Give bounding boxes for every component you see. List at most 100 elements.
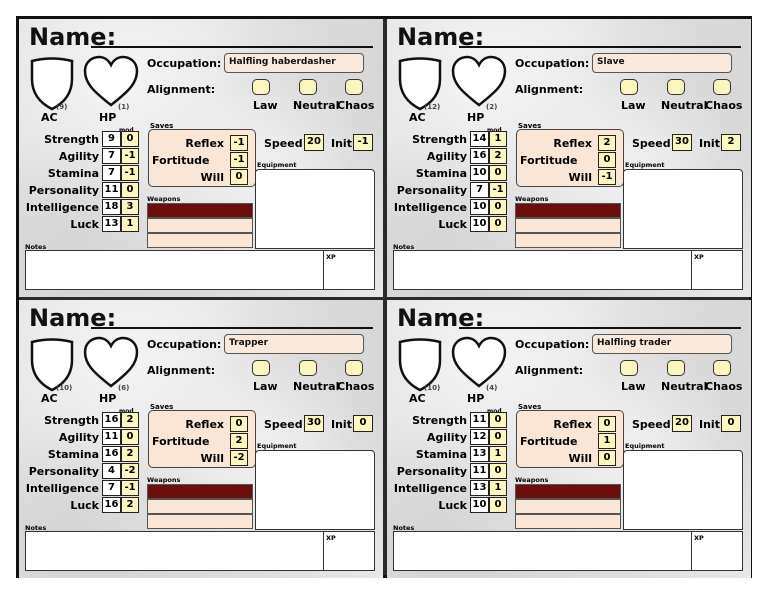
occupation-field[interactable]: Slave [592, 53, 732, 73]
stat-score[interactable]: 7 [102, 148, 121, 164]
weapon-slot[interactable] [515, 203, 621, 218]
equipment-field[interactable] [255, 450, 375, 530]
fortitude-value[interactable]: 0 [598, 152, 616, 168]
init-value[interactable]: -1 [353, 134, 373, 151]
stat-modifier[interactable]: 0 [121, 429, 139, 445]
name-field[interactable] [459, 46, 741, 48]
alignment-neutral-checkbox[interactable] [667, 360, 685, 376]
stat-score[interactable]: 11 [102, 429, 121, 445]
occupation-field[interactable]: Trapper [224, 334, 364, 354]
stat-score[interactable]: 10 [470, 199, 489, 215]
alignment-chaos-checkbox[interactable] [345, 360, 363, 376]
weapon-slot[interactable] [515, 514, 621, 529]
stat-modifier[interactable]: -1 [121, 165, 139, 181]
occupation-field[interactable]: Halfling trader [592, 334, 732, 354]
weapon-slot[interactable] [147, 203, 253, 218]
fortitude-value[interactable]: 1 [598, 433, 616, 449]
stat-score[interactable]: 7 [470, 182, 489, 198]
stat-modifier[interactable]: 0 [121, 182, 139, 198]
init-value[interactable]: 0 [353, 415, 373, 432]
stat-modifier[interactable]: 1 [121, 216, 139, 232]
speed-value[interactable]: 30 [672, 134, 692, 151]
stat-score[interactable]: 16 [102, 446, 121, 462]
stat-modifier[interactable]: 2 [121, 412, 139, 428]
stat-score[interactable]: 10 [470, 216, 489, 232]
alignment-law-checkbox[interactable] [620, 79, 638, 95]
weapon-slot[interactable] [147, 233, 253, 248]
stat-modifier[interactable]: 0 [489, 463, 507, 479]
stat-score[interactable]: 13 [470, 446, 489, 462]
alignment-neutral-checkbox[interactable] [667, 79, 685, 95]
weapon-slot[interactable] [147, 499, 253, 514]
stat-score[interactable]: 4 [102, 463, 121, 479]
fortitude-value[interactable]: 2 [230, 433, 248, 449]
reflex-value[interactable]: 0 [230, 416, 248, 432]
speed-value[interactable]: 20 [304, 134, 324, 151]
stat-score[interactable]: 13 [470, 480, 489, 496]
stat-score[interactable]: 18 [102, 199, 121, 215]
stat-score[interactable]: 11 [470, 463, 489, 479]
occupation-field[interactable]: Halfling haberdasher [224, 53, 364, 73]
alignment-chaos-checkbox[interactable] [345, 79, 363, 95]
stat-score[interactable]: 12 [470, 429, 489, 445]
stat-score[interactable]: 13 [102, 216, 121, 232]
stat-score[interactable]: 7 [102, 480, 121, 496]
stat-modifier[interactable]: 2 [121, 446, 139, 462]
weapon-slot[interactable] [515, 499, 621, 514]
stat-modifier[interactable]: 1 [489, 480, 507, 496]
stat-modifier[interactable]: 2 [121, 497, 139, 513]
stat-modifier[interactable]: 2 [489, 148, 507, 164]
equipment-field[interactable] [623, 450, 743, 530]
stat-modifier[interactable]: 0 [489, 497, 507, 513]
stat-modifier[interactable]: 0 [489, 429, 507, 445]
stat-score[interactable]: 7 [102, 165, 121, 181]
stat-modifier[interactable]: -1 [121, 148, 139, 164]
stat-modifier[interactable]: 1 [489, 446, 507, 462]
notes-field[interactable] [25, 531, 375, 571]
notes-field[interactable] [393, 531, 743, 571]
init-value[interactable]: 2 [721, 134, 741, 151]
alignment-chaos-checkbox[interactable] [713, 360, 731, 376]
reflex-value[interactable]: 2 [598, 135, 616, 151]
reflex-value[interactable]: -1 [230, 135, 248, 151]
weapon-slot[interactable] [515, 218, 621, 233]
will-value[interactable]: 0 [230, 169, 248, 185]
stat-score[interactable]: 10 [470, 165, 489, 181]
will-value[interactable]: 0 [598, 450, 616, 466]
stat-score[interactable]: 11 [470, 412, 489, 428]
stat-score[interactable]: 10 [470, 497, 489, 513]
alignment-law-checkbox[interactable] [252, 360, 270, 376]
name-field[interactable] [459, 327, 741, 329]
fortitude-value[interactable]: -1 [230, 152, 248, 168]
name-field[interactable] [91, 327, 373, 329]
stat-score[interactable]: 14 [470, 131, 489, 147]
equipment-field[interactable] [623, 169, 743, 249]
weapon-slot[interactable] [515, 484, 621, 499]
weapon-slot[interactable] [147, 484, 253, 499]
stat-modifier[interactable]: 0 [489, 165, 507, 181]
reflex-value[interactable]: 0 [598, 416, 616, 432]
weapon-slot[interactable] [147, 218, 253, 233]
alignment-chaos-checkbox[interactable] [713, 79, 731, 95]
stat-score[interactable]: 16 [102, 497, 121, 513]
stat-modifier[interactable]: 0 [489, 199, 507, 215]
stat-modifier[interactable]: 0 [489, 412, 507, 428]
will-value[interactable]: -1 [598, 169, 616, 185]
alignment-law-checkbox[interactable] [620, 360, 638, 376]
alignment-neutral-checkbox[interactable] [299, 360, 317, 376]
stat-score[interactable]: 11 [102, 182, 121, 198]
weapon-slot[interactable] [515, 233, 621, 248]
stat-score[interactable]: 16 [470, 148, 489, 164]
stat-modifier[interactable]: 3 [121, 199, 139, 215]
stat-modifier[interactable]: -2 [121, 463, 139, 479]
notes-field[interactable] [393, 250, 743, 290]
speed-value[interactable]: 20 [672, 415, 692, 432]
stat-score[interactable]: 9 [102, 131, 121, 147]
stat-modifier[interactable]: 1 [489, 131, 507, 147]
equipment-field[interactable] [255, 169, 375, 249]
alignment-neutral-checkbox[interactable] [299, 79, 317, 95]
alignment-law-checkbox[interactable] [252, 79, 270, 95]
stat-modifier[interactable]: 0 [121, 131, 139, 147]
stat-modifier[interactable]: -1 [489, 182, 507, 198]
weapon-slot[interactable] [147, 514, 253, 529]
